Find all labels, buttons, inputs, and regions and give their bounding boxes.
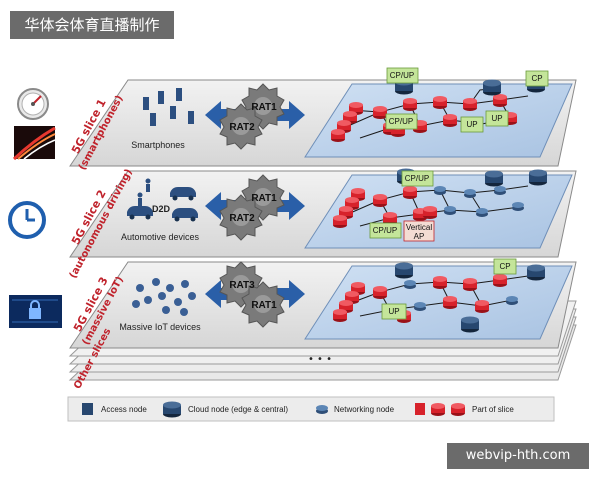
legend-part-of-slice-swatch-b xyxy=(431,403,445,416)
legend-access-node: Access node xyxy=(101,405,147,414)
slice-1: 5G slice 1 (smartphones) Smartphones RAT… xyxy=(69,67,549,172)
smartphone-icons xyxy=(143,88,194,126)
slice-3-cp-boxes: CP UP xyxy=(381,258,517,320)
security-lock-icon xyxy=(9,295,62,328)
slice-3-rat-bottom: RAT1 xyxy=(251,300,277,311)
watermark: webvip-hth.com xyxy=(447,443,589,469)
d2d-label: D2D xyxy=(152,204,171,214)
svg-text:CP/UP: CP/UP xyxy=(405,174,429,183)
header-banner: 华体会体育直播制作 xyxy=(10,11,174,39)
svg-text:CP: CP xyxy=(531,74,542,83)
legend: Access node Cloud node (edge & central) … xyxy=(67,396,555,422)
legend-access-node-swatch xyxy=(82,403,93,415)
svg-text:CP/UP: CP/UP xyxy=(390,71,414,80)
slice-2-device-label: Automotive devices xyxy=(121,232,200,242)
legend-networking-node: Networking node xyxy=(334,405,395,414)
legend-cloud-node: Cloud node (edge & central) xyxy=(188,405,288,414)
car-icons xyxy=(127,187,198,222)
legend-cloud-node-swatch xyxy=(163,401,181,418)
iot-device-icons xyxy=(132,278,196,316)
slice-1-rat-top: RAT1 xyxy=(251,102,277,113)
vertical-ap-label: Vertical xyxy=(406,223,432,232)
pedestrian-icons xyxy=(137,178,151,206)
slice-1-rat-bottom: RAT2 xyxy=(229,122,255,133)
svg-text:UP: UP xyxy=(466,120,477,129)
slice-2-rat-bottom: RAT2 xyxy=(229,213,255,224)
slice-1-cp-boxes: CP/UP CP/UP UP UP CP xyxy=(385,67,549,133)
legend-part-of-slice: Part of slice xyxy=(472,405,514,414)
svg-text:CP/UP: CP/UP xyxy=(389,117,413,126)
clock-icon xyxy=(8,201,46,239)
svg-text:CP/UP: CP/UP xyxy=(373,226,397,235)
legend-part-of-slice-swatch-a xyxy=(415,403,425,415)
svg-text:UP: UP xyxy=(388,307,399,316)
slice-3-rat-top: RAT3 xyxy=(229,280,255,291)
slice-2-cp-boxes: CP/UP CP/UP Vertical AP xyxy=(369,170,435,242)
legend-part-of-slice-swatch-c xyxy=(451,403,465,416)
ellipsis: • • • xyxy=(308,354,332,365)
slice-1-device-label: Smartphones xyxy=(131,140,185,150)
svg-text:CP: CP xyxy=(499,262,510,271)
slice-3-device-label: Massive IoT devices xyxy=(119,322,201,332)
slice-2-rat-top: RAT1 xyxy=(251,193,277,204)
svg-text:AP: AP xyxy=(414,232,425,241)
light-trails-icon xyxy=(12,126,56,161)
speedometer-icon xyxy=(17,88,49,120)
legend-networking-node-swatch xyxy=(316,405,328,414)
svg-text:UP: UP xyxy=(491,114,502,123)
